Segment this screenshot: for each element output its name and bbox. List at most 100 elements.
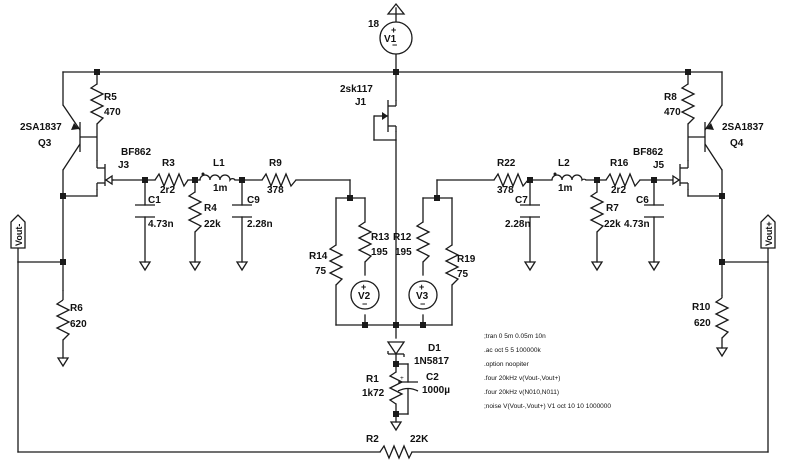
capacitor-c7: C7 2.28n <box>505 195 540 230</box>
diode-d1: D1 1N5817 <box>386 341 449 367</box>
svg-text:R8: R8 <box>664 92 677 103</box>
svg-text:D1: D1 <box>428 343 441 354</box>
resistor-r22: R22 378 <box>493 158 529 196</box>
svg-text:22k: 22k <box>604 219 621 230</box>
svg-text:R6: R6 <box>70 303 83 314</box>
svg-text:R4: R4 <box>204 203 217 214</box>
arrow-icon <box>706 123 714 130</box>
capacitor-c9: C9 2.28n <box>232 195 273 230</box>
resistor-r8: R8 470 <box>664 83 696 125</box>
jfet-j5: BF862 J5 <box>633 147 689 190</box>
svg-text:1k72: 1k72 <box>362 388 385 399</box>
svg-text:378: 378 <box>497 185 514 196</box>
q3-model: 2SA1837 <box>20 122 62 133</box>
source-v3: + − V3 <box>408 280 438 310</box>
svg-text:470: 470 <box>104 107 121 118</box>
svg-text:2.28n: 2.28n <box>505 219 531 230</box>
svg-text:V2: V2 <box>358 291 371 302</box>
svg-text:C2: C2 <box>426 372 439 383</box>
svg-text:R7: R7 <box>606 203 619 214</box>
directive-line: ;noise V(Vout-,Vout+) V1 oct 10 10 10000… <box>484 403 611 410</box>
svg-text:R1: R1 <box>366 374 379 385</box>
svg-text:R13: R13 <box>371 232 390 243</box>
arrow-icon <box>71 123 79 130</box>
resistor-r7: R7 22k <box>589 191 621 233</box>
svg-text:75: 75 <box>315 266 327 277</box>
resistor-r1: R1 1k72 <box>362 371 404 405</box>
q4-name: Q4 <box>730 138 744 149</box>
svg-text:R2: R2 <box>366 434 379 445</box>
jfet-model: 2sk117 <box>340 84 373 95</box>
svg-text:1m: 1m <box>558 183 573 194</box>
svg-text:+: + <box>419 282 424 292</box>
svg-text:R10: R10 <box>692 302 711 313</box>
j5-model: BF862 <box>633 147 663 158</box>
port-vout-minus: Vout- <box>10 214 26 249</box>
resistor-r9: R9 378 <box>261 158 297 196</box>
resistor-r4: R4 22k <box>187 191 221 233</box>
svg-text:R16: R16 <box>610 158 629 169</box>
svg-text:V3: V3 <box>416 291 429 302</box>
directive-line: .four 20kHz v(Vout-,Vout+) <box>484 375 560 382</box>
port-vout-plus: Vout+ <box>760 214 776 249</box>
resistor-r14: R14 75 <box>309 244 344 286</box>
q3-name: Q3 <box>38 138 52 149</box>
inductor-l2: L2 1m <box>551 158 587 194</box>
ground-icon <box>647 261 661 272</box>
resistor-r6: R6 620 <box>55 290 87 341</box>
svg-text:Vout-: Vout- <box>14 224 24 246</box>
ground-icon <box>138 261 152 272</box>
svg-text:22k: 22k <box>204 219 221 230</box>
arrow-icon <box>672 174 681 186</box>
junctions <box>60 69 725 417</box>
spice-directives: ;tran 0 5m 0.05m 10n .ac oct 5 5 100000k… <box>484 333 611 410</box>
svg-text:−: − <box>392 40 397 50</box>
arrow-icon <box>104 174 113 186</box>
directive-line: .ac oct 5 5 100000k <box>484 347 541 354</box>
ground-symbols <box>56 261 729 432</box>
svg-text:R14: R14 <box>309 251 328 262</box>
arrow-icon <box>382 112 388 120</box>
resistor-r16: R16 2r2 <box>605 158 641 196</box>
svg-text:620: 620 <box>70 319 87 330</box>
svg-text:R9: R9 <box>269 158 282 169</box>
svg-text:75: 75 <box>457 269 469 280</box>
j5-name: J5 <box>653 160 665 171</box>
svg-text:+: + <box>400 375 404 382</box>
svg-text:+: + <box>361 282 366 292</box>
svg-text:R22: R22 <box>497 158 516 169</box>
svg-text:R12: R12 <box>393 232 412 243</box>
svg-text:4.73n: 4.73n <box>624 219 650 230</box>
svg-text:C7: C7 <box>515 195 528 206</box>
svg-text:378: 378 <box>267 185 284 196</box>
svg-text:195: 195 <box>395 247 412 258</box>
transistor-q3: 2SA1837 Q3 <box>20 104 97 171</box>
jfet-j1: 2sk117 J1 <box>340 84 397 132</box>
svg-text:R5: R5 <box>104 92 117 103</box>
j3-model: BF862 <box>121 147 151 158</box>
resistor-r3: R3 2r2 <box>154 158 189 196</box>
svg-text:L1: L1 <box>213 158 225 169</box>
svg-text:195: 195 <box>371 247 388 258</box>
svg-text:470: 470 <box>664 107 681 118</box>
supply-v1: + − 18 V1 <box>368 2 413 55</box>
ground-icon <box>715 347 729 358</box>
svg-text:C1: C1 <box>148 195 161 206</box>
directive-line: .four 20kHz v(N010,N011) <box>484 389 559 396</box>
ground-icon <box>235 261 249 272</box>
resistor-r5: R5 470 <box>89 83 121 125</box>
svg-text:620: 620 <box>694 318 711 329</box>
inductor-l1: L1 1m <box>199 158 236 194</box>
j3-name: J3 <box>118 160 130 171</box>
svg-text:1000µ: 1000µ <box>422 385 450 396</box>
ground-icon <box>56 357 70 368</box>
svg-text:C6: C6 <box>636 195 649 206</box>
svg-text:−: − <box>362 299 367 309</box>
svg-text:R3: R3 <box>162 158 175 169</box>
directive-line: ;tran 0 5m 0.05m 10n <box>484 333 546 340</box>
supply-arrow-icon <box>386 2 406 15</box>
jfet-j3: BF862 J3 <box>96 147 151 190</box>
svg-text:1N5817: 1N5817 <box>414 356 449 367</box>
